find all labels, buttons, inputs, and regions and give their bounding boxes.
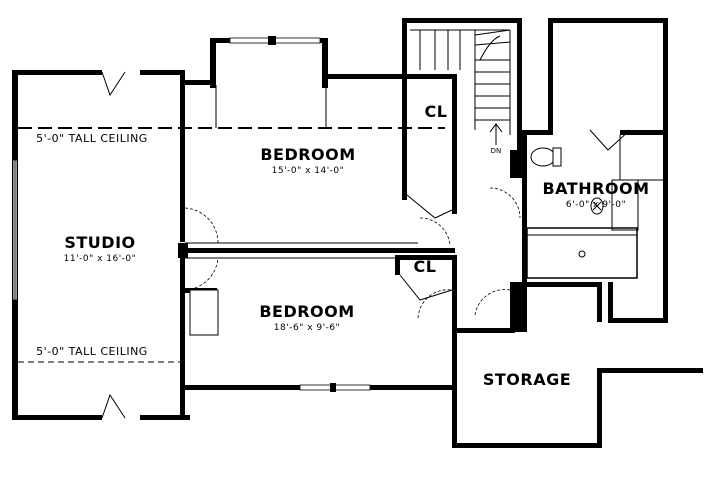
closet-lower-label: CL [414, 257, 437, 276]
storage-label: STORAGE [483, 370, 571, 389]
bedroom-upper-walls [180, 36, 455, 259]
stair [402, 18, 525, 178]
closet-lower-walls [395, 187, 521, 323]
storage-walls [452, 323, 703, 448]
bathroom-label: BATHROOM [542, 179, 649, 198]
studio-label: STUDIO [64, 233, 135, 252]
bedroom-lower-dims: 18'-6" x 9'-6" [274, 323, 340, 333]
closet-upper-walls [402, 20, 457, 246]
bathroom-walls [510, 18, 668, 332]
studio-dims: 11'-0" x 16'-0" [64, 254, 137, 264]
ceiling-note-top: 5'-0" TALL CEILING [36, 132, 148, 145]
stair-down-label: DN [491, 147, 502, 155]
bedroom-upper-label: BEDROOM [260, 145, 355, 164]
bedroom-upper-dims: 15'-0" x 14'-0" [272, 166, 345, 176]
studio-walls [12, 70, 190, 420]
bathroom-dims: 6'-0" x 9'-0" [566, 200, 626, 210]
ceiling-note-bottom: 5'-0" TALL CEILING [36, 345, 148, 358]
bedroom-lower-label: BEDROOM [259, 302, 354, 321]
closet-upper-label: CL [425, 102, 448, 121]
